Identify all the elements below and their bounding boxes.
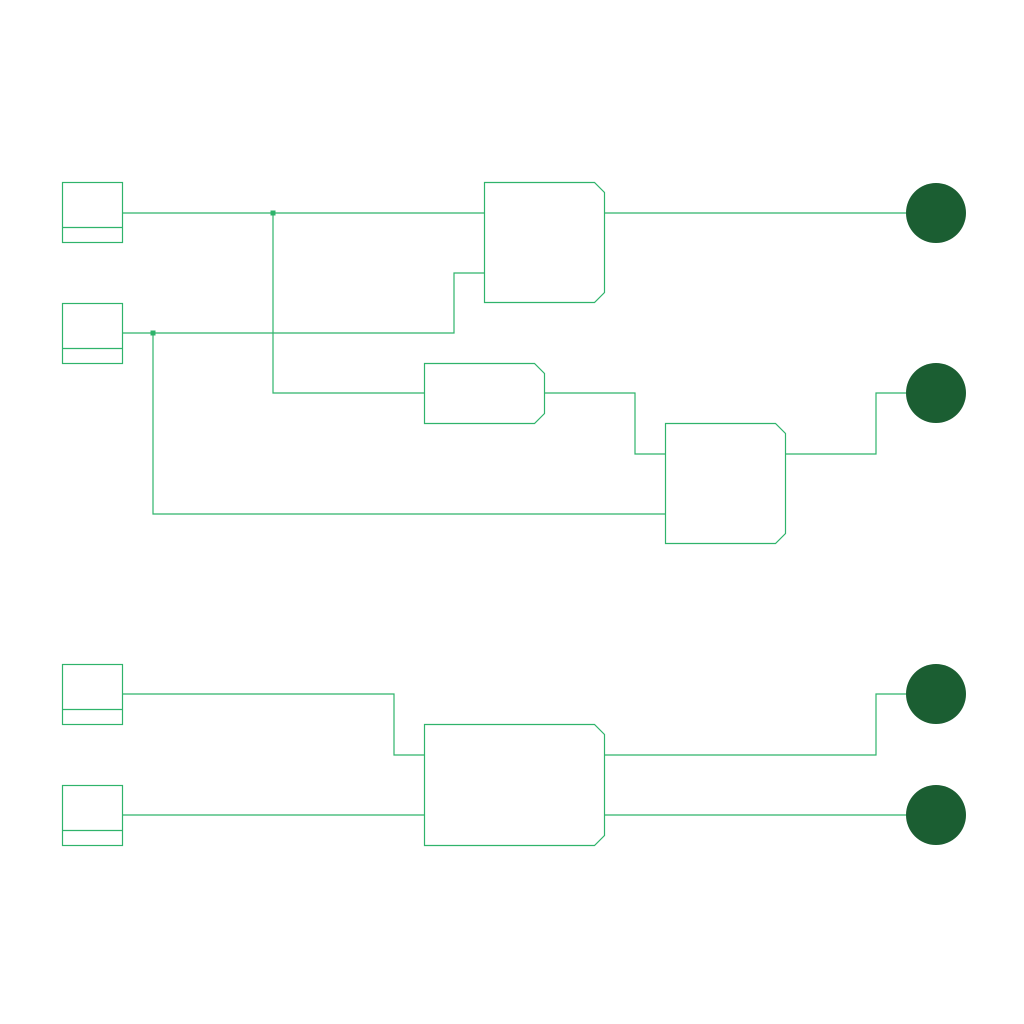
input-pin-icon[interactable]: [61, 784, 124, 847]
logic-gate-d[interactable]: [423, 723, 606, 847]
input-pin-icon[interactable]: [61, 663, 124, 726]
inputs-layer: [61, 181, 124, 847]
logic-gate-b[interactable]: [423, 362, 546, 425]
output-led-icon[interactable]: [906, 664, 966, 724]
wire-gate-d-to-out3: [605, 693, 906, 756]
logic-gate-a[interactable]: [483, 181, 606, 304]
output-led-icon[interactable]: [906, 363, 966, 423]
wires-layer: [123, 212, 906, 816]
wire-gate-b-to-gate-c: [545, 392, 665, 455]
logic-gate-c[interactable]: [664, 422, 787, 545]
outputs-layer: [906, 183, 966, 845]
junctions-layer: [150, 210, 276, 336]
input-pin-icon[interactable]: [61, 181, 124, 244]
input-pin-icon[interactable]: [61, 302, 124, 365]
junction-dot: [150, 330, 156, 336]
wire-in2-to-gate-c: [152, 333, 665, 515]
wire-gate-c-to-out2: [786, 392, 906, 455]
gates-layer: [423, 181, 787, 847]
output-led-icon[interactable]: [906, 785, 966, 845]
junction-dot: [270, 210, 276, 216]
wire-in2-to-gate-a: [123, 272, 484, 334]
wire-in3-to-gate-d: [123, 693, 424, 756]
wire-in1-to-gate-b: [272, 213, 424, 394]
output-led-icon[interactable]: [906, 183, 966, 243]
